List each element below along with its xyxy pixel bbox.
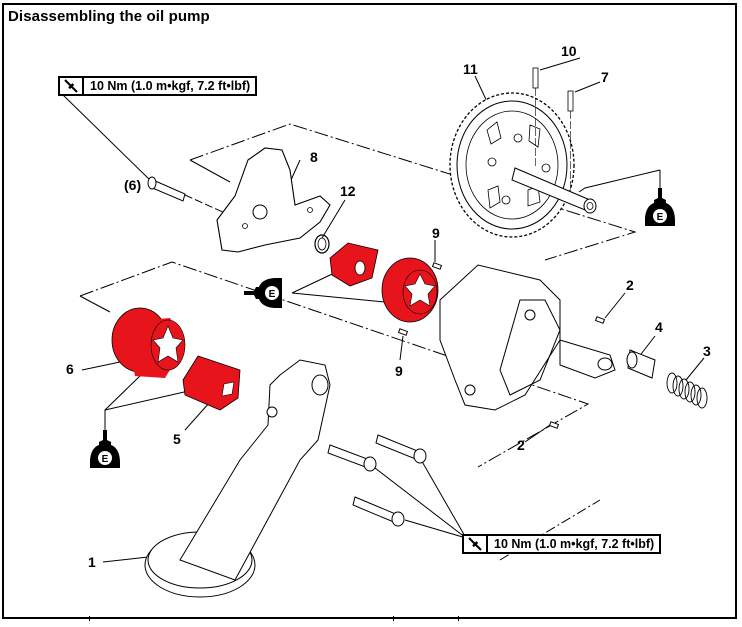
callout-7: 7 (601, 69, 609, 85)
diagram-frame (2, 3, 737, 619)
frame-tick (89, 616, 90, 621)
torque-spec-top: 10 Nm (1.0 m•kgf, 7.2 ft•lbf) (58, 76, 258, 96)
callout-11: 11 (463, 61, 478, 77)
rotor-highlights (111, 242, 439, 411)
torque-spec-bottom: 10 Nm (1.0 m•kgf, 7.2 ft•lbf) (462, 534, 662, 554)
frame-tick (393, 616, 394, 621)
callout-4: 4 (655, 319, 663, 335)
oil-can-icon-shaft (645, 170, 675, 226)
torque-value: 10 Nm (1.0 m•kgf, 7.2 ft•lbf) (90, 79, 251, 93)
oil-strainer (144, 359, 331, 598)
torque-value: 10 Nm (1.0 m•kgf, 7.2 ft•lbf) (494, 537, 655, 551)
mounting-bolts (327, 434, 427, 527)
callout-6-bolt: (6) (124, 177, 142, 193)
pump-body (397, 262, 708, 429)
callout-9: 9 (395, 363, 403, 379)
oil-can-icon-rotor-lower (90, 410, 120, 468)
callout-2: 2 (517, 437, 525, 453)
callout-2: 2 (626, 277, 634, 293)
oil-can-letter: E (657, 212, 664, 223)
callout-12: 12 (340, 183, 356, 199)
torque-wrench-icon (60, 78, 84, 94)
driven-gear (449, 67, 597, 238)
oil-can-letter: E (102, 454, 109, 465)
callout-8: 8 (310, 149, 318, 165)
pump-cover (147, 147, 331, 254)
callout-6: 6 (66, 361, 74, 377)
frame-tick (458, 616, 459, 621)
callout-10: 10 (561, 43, 577, 59)
torque-wrench-icon (464, 536, 488, 552)
page-title: Disassembling the oil pump (8, 8, 210, 25)
inner-rotor-5 (182, 355, 241, 411)
callout-3: 3 (703, 343, 711, 359)
inner-rotor-upper (329, 242, 379, 287)
oil-can-icon-rotor-upper (244, 278, 282, 308)
oil-can-letter: E (269, 289, 276, 300)
callout-5: 5 (173, 431, 181, 447)
callout-1: 1 (88, 554, 96, 570)
callout-9: 9 (432, 225, 440, 241)
